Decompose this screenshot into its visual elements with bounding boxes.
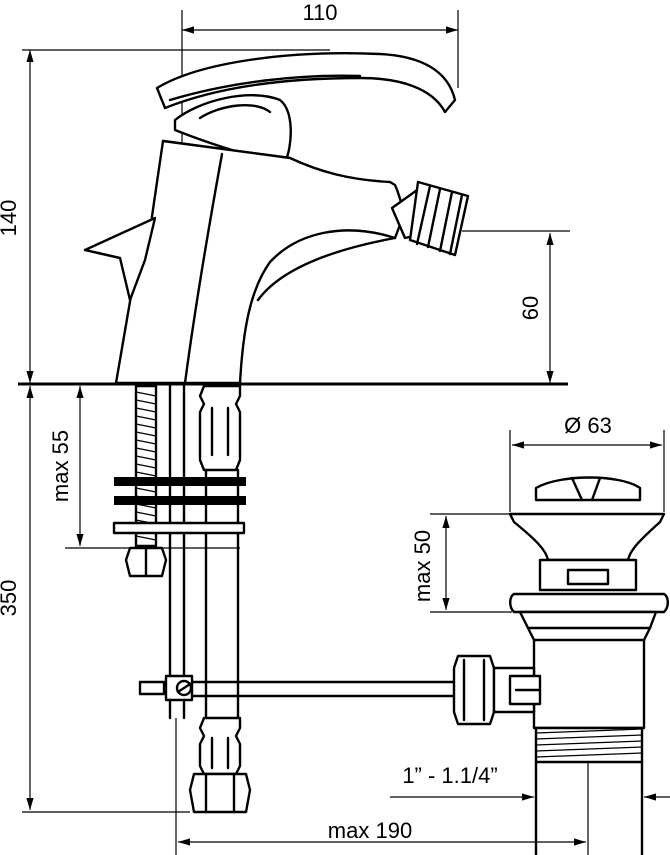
- pop-up-waste: [452, 476, 669, 855]
- dimension-60: 60: [462, 230, 570, 383]
- dimension-350: 350: [0, 386, 190, 813]
- dimension-label-110: 110: [302, 0, 337, 25]
- dimension-label-dia-63: Ø 63: [564, 413, 612, 438]
- dimension-label-350: 350: [0, 580, 21, 617]
- below-deck-fittings: [112, 384, 460, 814]
- mixer-body: [83, 52, 470, 385]
- dimension-140: 140: [0, 49, 330, 383]
- dimension-label-max-190: max 190: [328, 818, 412, 843]
- dimension-label-max-55: max 55: [48, 430, 73, 502]
- dimension-label-140: 140: [0, 200, 21, 237]
- dimension-dia-63: Ø 63: [509, 413, 665, 512]
- dimension-label-max-50: max 50: [410, 530, 435, 602]
- dimension-max-50: max 50: [410, 513, 512, 613]
- dimension-thread: 1” - 1.1/4”: [390, 763, 670, 801]
- dimension-max-190: max 190: [175, 718, 589, 855]
- dimension-label-thread: 1” - 1.1/4”: [402, 763, 497, 788]
- dimension-label-60: 60: [518, 296, 543, 320]
